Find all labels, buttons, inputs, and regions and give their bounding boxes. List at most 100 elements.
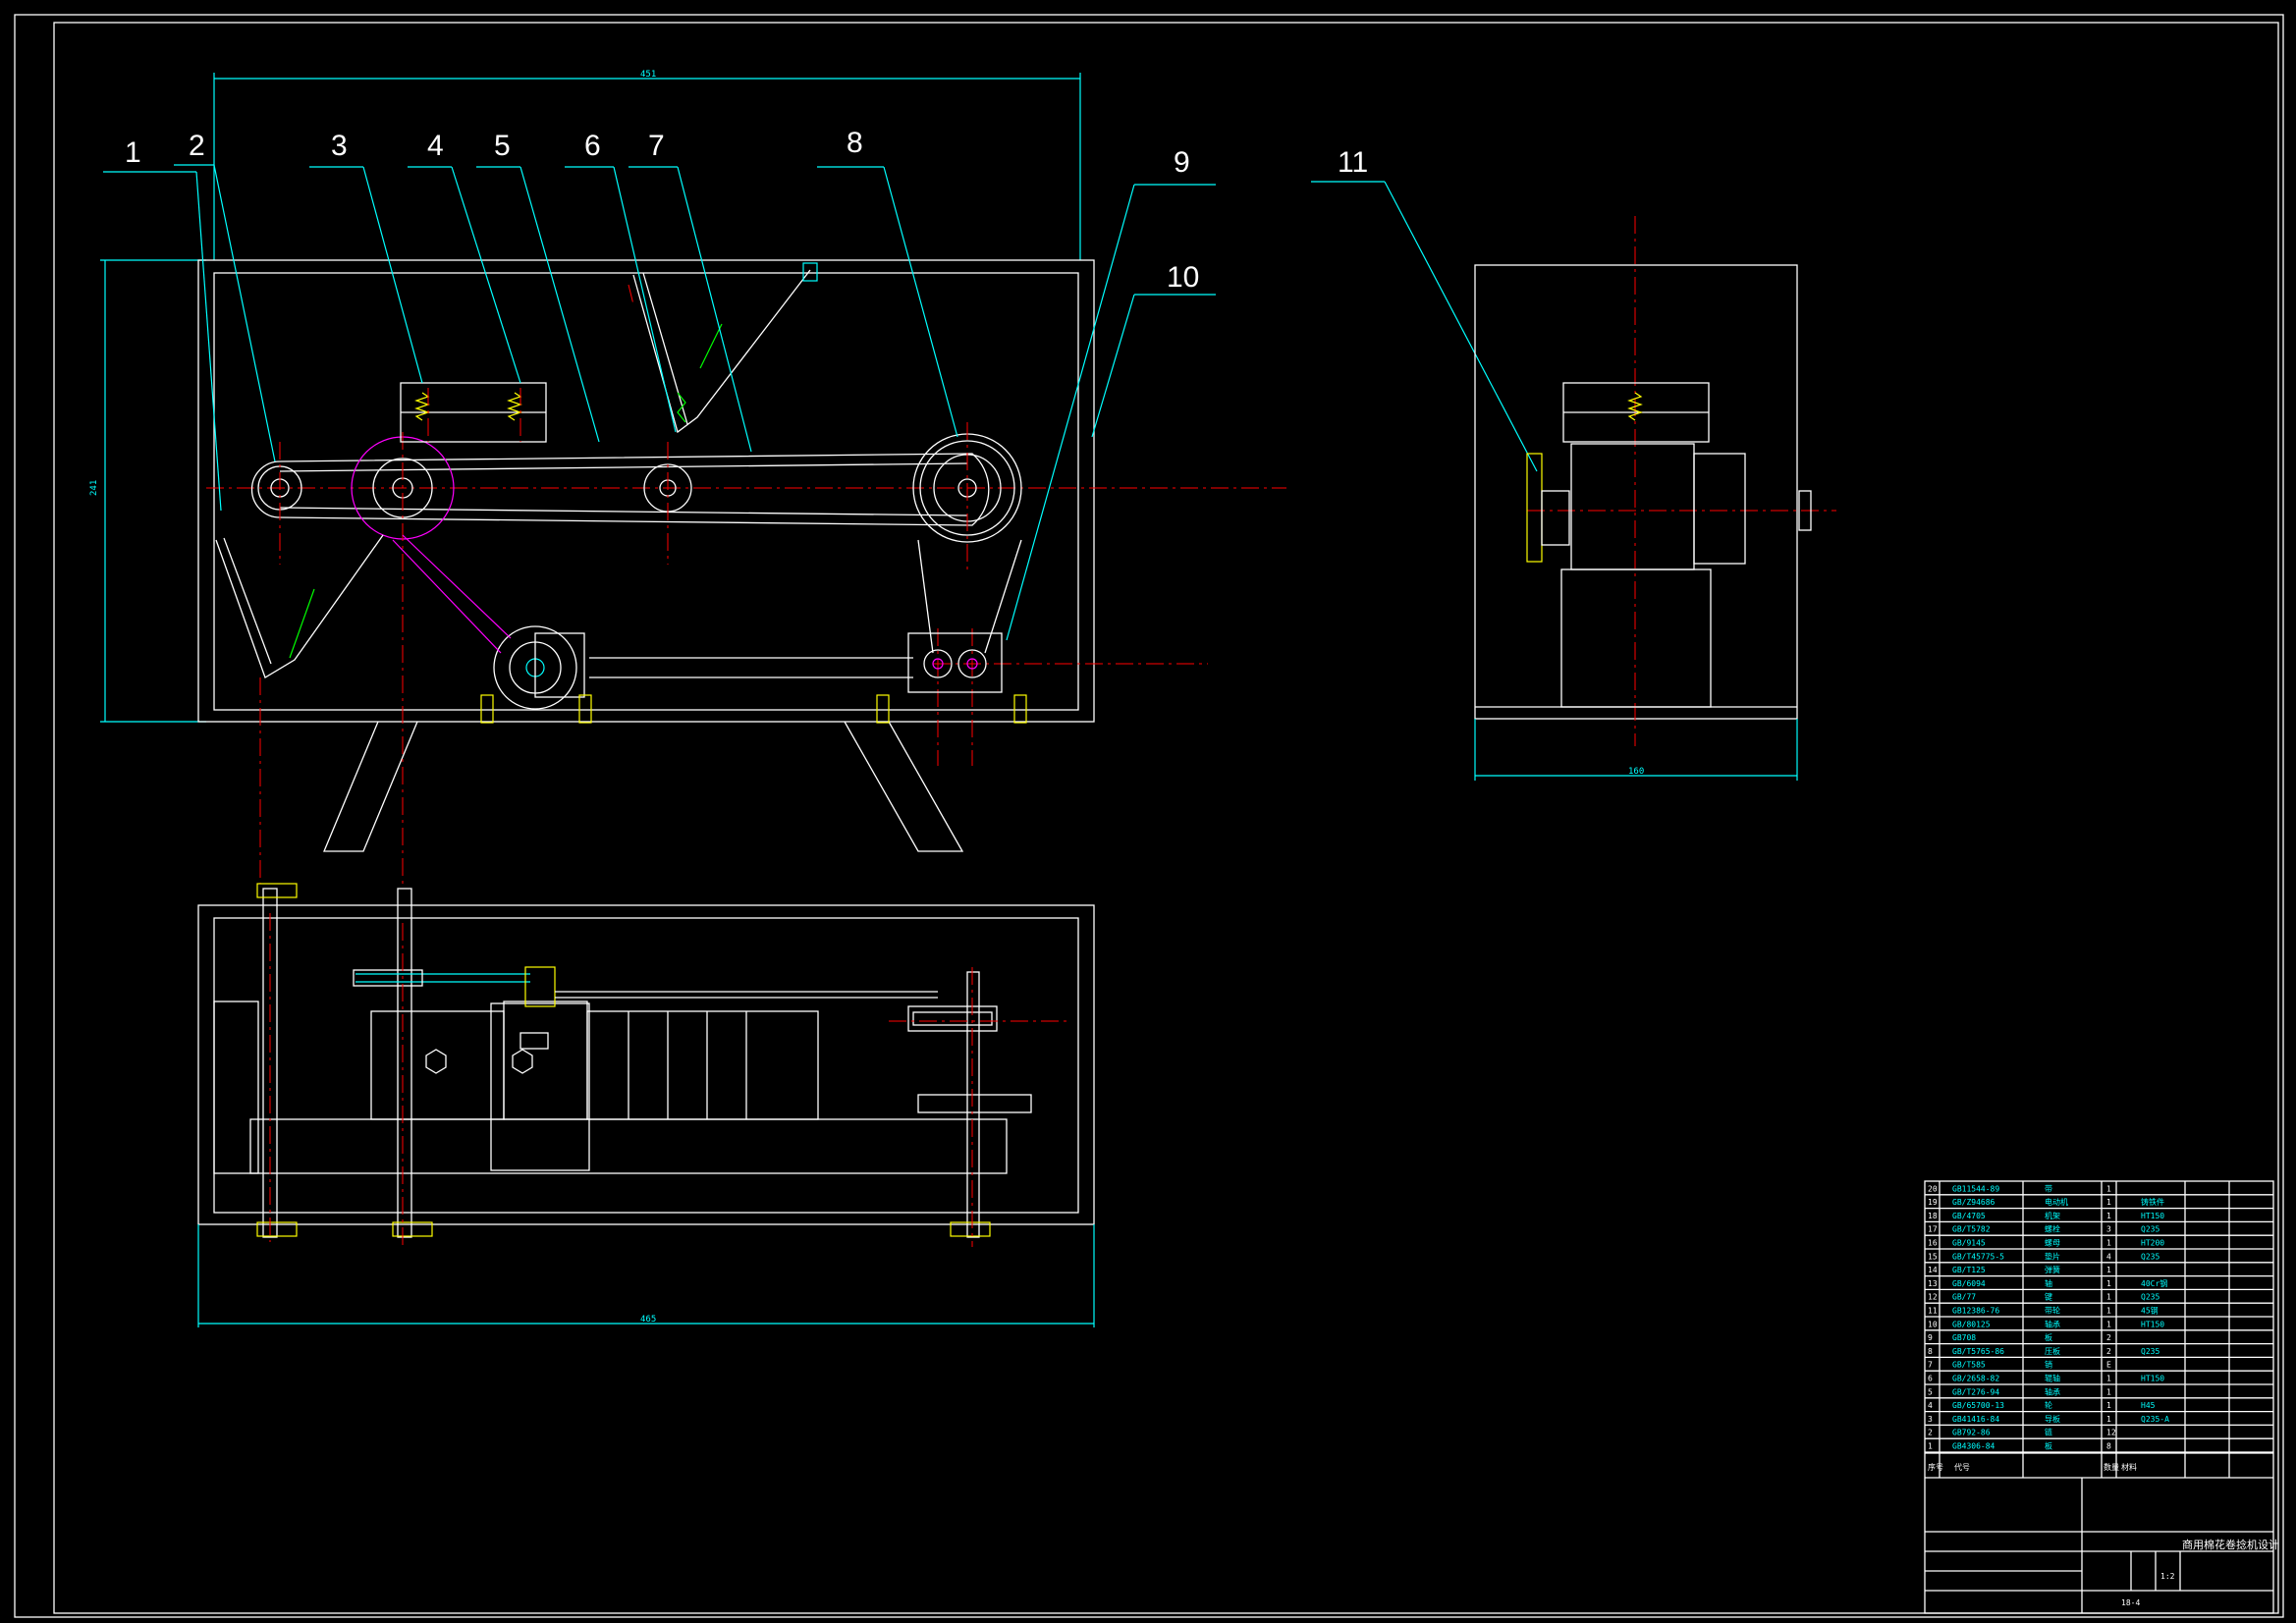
parts-cell-no: 6 (1928, 1375, 1933, 1383)
parts-cell-code: GB/80125 (1952, 1320, 1991, 1328)
parts-cell-name: 机架 (2045, 1211, 2060, 1220)
parts-cell-name: 带 (2045, 1184, 2052, 1193)
parts-cell-code: GB/9145 (1952, 1239, 1986, 1248)
parts-cell-name: 链 (2045, 1428, 2052, 1437)
parts-cell-no: 12 (1928, 1293, 1938, 1302)
parts-cell-name: 螺母 (2045, 1238, 2060, 1248)
parts-cell-code: GB/Z94686 (1952, 1198, 1995, 1207)
callout-8: 8 (847, 127, 863, 159)
parts-cell-qty: 2 (2106, 1333, 2111, 1342)
inner-border (53, 22, 2279, 1614)
callout-2: 2 (189, 130, 205, 162)
parts-cell-qty: 1 (2106, 1375, 2111, 1383)
parts-cell-no: 18 (1928, 1212, 1938, 1220)
parts-cell-qty: 1 (2106, 1307, 2111, 1316)
parts-cell-code: GB/T45775-5 (1952, 1252, 2004, 1261)
parts-cell-code: GB12386-76 (1952, 1307, 1999, 1316)
parts-cell-material: HT150 (2141, 1375, 2164, 1383)
header-qty: 数量 (2104, 1462, 2119, 1472)
dim-side-width: 160 (1628, 767, 1644, 777)
parts-cell-no: 20 (1928, 1184, 1938, 1193)
callout-5: 5 (494, 130, 511, 162)
parts-cell-code: GB/4705 (1952, 1212, 1986, 1220)
parts-cell-no: 1 (1928, 1442, 1933, 1451)
parts-cell-name: 辊轴 (2045, 1374, 2060, 1383)
parts-cell-no: 10 (1928, 1320, 1938, 1328)
parts-cell-no: 4 (1928, 1401, 1933, 1410)
parts-cell-qty: 8 (2106, 1442, 2111, 1451)
callout-1: 1 (125, 136, 141, 169)
callout-9: 9 (1174, 146, 1190, 179)
drawing-scale: 1:2 (2160, 1572, 2175, 1581)
parts-cell-code: GB/65700-13 (1952, 1401, 2004, 1410)
parts-cell-code: GB/6094 (1952, 1279, 1986, 1288)
parts-cell-qty: 4 (2106, 1252, 2111, 1261)
parts-cell-material: HT150 (2141, 1212, 2164, 1220)
parts-cell-qty: 2 (2106, 1347, 2111, 1356)
parts-cell-code: GB/T5765-86 (1952, 1347, 2004, 1356)
parts-cell-no: 9 (1928, 1333, 1933, 1342)
header-no: 序号 (1928, 1462, 1943, 1472)
callout-10: 10 (1167, 261, 1199, 294)
parts-cell-material: 40Cr钢 (2141, 1278, 2167, 1288)
parts-cell-qty: 1 (2106, 1320, 2111, 1328)
parts-cell-qty: 1 (2106, 1279, 2111, 1288)
parts-cell-no: 16 (1928, 1239, 1938, 1248)
parts-cell-no: 11 (1928, 1307, 1938, 1316)
front-view: 451 241 (89, 70, 1286, 884)
header-material: 材料 (2121, 1462, 2137, 1472)
parts-cell-code: GB792-86 (1952, 1429, 1991, 1437)
parts-cell-code: GB/77 (1952, 1293, 1976, 1302)
callout-7: 7 (648, 130, 665, 162)
parts-cell-name: 销 (2045, 1360, 2052, 1370)
parts-cell-code: GB/T5782 (1952, 1225, 1991, 1234)
parts-cell-no: 19 (1928, 1198, 1938, 1207)
parts-cell-qty: 1 (2106, 1387, 2111, 1396)
parts-cell-material: Q235 (2141, 1293, 2159, 1302)
parts-cell-qty: 3 (2106, 1225, 2111, 1234)
parts-cell-no: 17 (1928, 1225, 1938, 1234)
parts-cell-no: 14 (1928, 1266, 1938, 1274)
drawing-title: 商用棉花卷捻机设计 (2182, 1538, 2279, 1551)
parts-cell-material: 铸铁件 (2141, 1197, 2164, 1207)
side-view: 160 (1474, 216, 1836, 781)
drawing-number: 18-4 (2121, 1598, 2140, 1607)
parts-cell-no: 2 (1928, 1429, 1933, 1437)
parts-cell-material: HT150 (2141, 1320, 2164, 1328)
outer-border (14, 14, 2284, 1618)
parts-cell-no: 5 (1928, 1387, 1933, 1396)
callout-3: 3 (331, 130, 348, 162)
parts-cell-no: 3 (1928, 1415, 1933, 1424)
parts-cell-material: HT200 (2141, 1239, 2164, 1248)
parts-cell-name: 板 (2045, 1441, 2052, 1451)
parts-cell-name: 垫片 (2045, 1251, 2060, 1261)
callouts: 1 2 3 4 5 6 7 8 9 10 11 (103, 127, 1538, 641)
dim-top-width: 465 (640, 1315, 656, 1325)
parts-cell-no: 7 (1928, 1361, 1933, 1370)
parts-cell-qty: 1 (2106, 1198, 2111, 1207)
parts-cell-name: 带轮 (2045, 1306, 2060, 1316)
top-view: 465 (197, 883, 1095, 1327)
parts-cell-name: 轴 (2045, 1278, 2052, 1288)
parts-cell-name: 轴承 (2045, 1319, 2060, 1328)
callout-6: 6 (584, 130, 601, 162)
parts-cell-material: H45 (2141, 1401, 2156, 1410)
parts-cell-material: Q235 (2141, 1252, 2159, 1261)
parts-cell-code: GB/T276-94 (1952, 1387, 1999, 1396)
parts-cell-code: GB708 (1952, 1333, 1976, 1342)
parts-cell-name: 压板 (2045, 1346, 2060, 1356)
parts-cell-qty: E (2106, 1361, 2111, 1370)
parts-cell-code: GB/T125 (1952, 1266, 1986, 1274)
parts-cell-name: 螺栓 (2045, 1224, 2060, 1234)
parts-cell-material: Q235 (2141, 1225, 2159, 1234)
parts-cell-code: GB4306-84 (1952, 1442, 1995, 1451)
parts-cell-no: 13 (1928, 1279, 1938, 1288)
parts-cell-no: 15 (1928, 1252, 1938, 1261)
parts-cell-qty: 1 (2106, 1212, 2111, 1220)
parts-cell-qty: 1 (2106, 1239, 2111, 1248)
parts-cell-qty: 1 (2106, 1293, 2111, 1302)
dim-front-height: 241 (89, 480, 99, 496)
parts-cell-qty: 1 (2106, 1184, 2111, 1193)
